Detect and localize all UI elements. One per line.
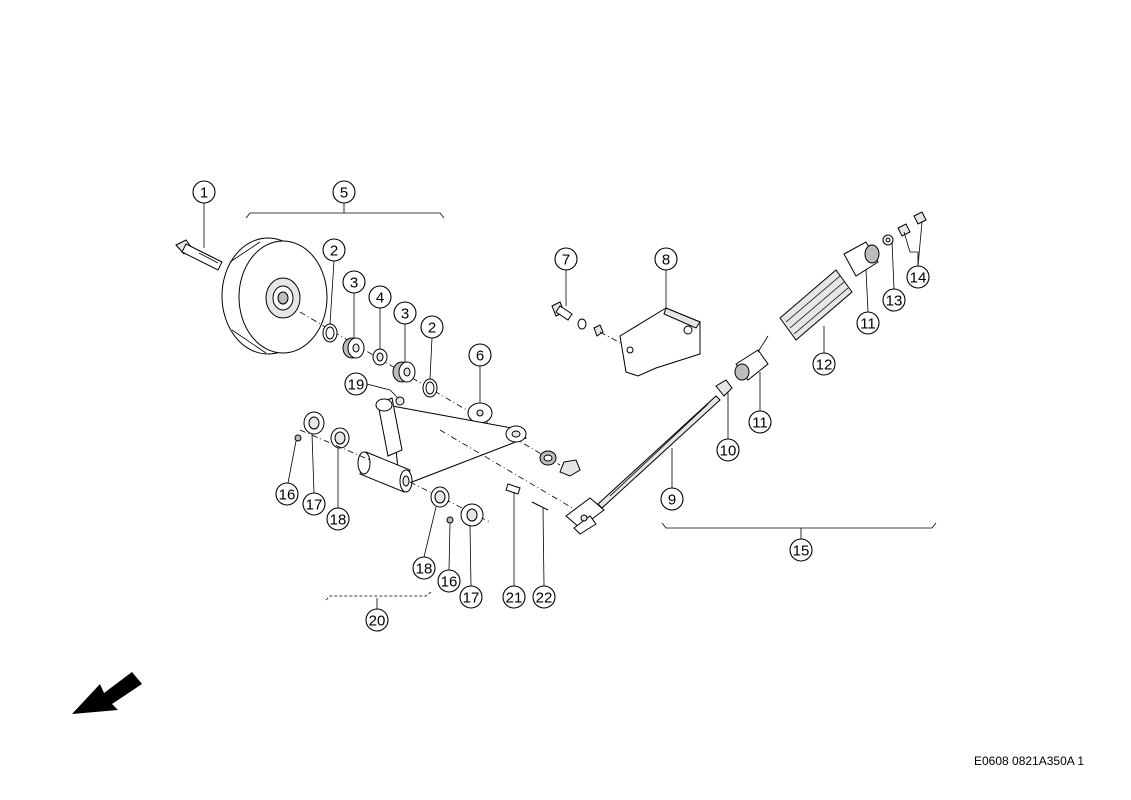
svg-text:14: 14	[910, 270, 927, 287]
callout-17-right: 17	[459, 585, 483, 609]
part-bracket-bolt	[551, 270, 627, 347]
svg-text:16: 16	[441, 574, 458, 591]
svg-text:5: 5	[340, 185, 348, 202]
callout-5: 5	[332, 180, 356, 204]
svg-text:3: 3	[401, 306, 409, 323]
part-mounting-bracket	[619, 270, 701, 377]
svg-text:1: 1	[200, 185, 208, 202]
part-circlip-right	[422, 337, 438, 398]
part-washer	[467, 366, 493, 424]
callout-3-second: 3	[393, 301, 417, 325]
part-spring-seat-upper	[843, 241, 880, 313]
callout-2-second: 2	[420, 315, 444, 339]
svg-text:17: 17	[306, 497, 323, 514]
callout-18-left: 18	[326, 507, 350, 531]
part-nut	[715, 379, 733, 439]
svg-text:11: 11	[752, 415, 768, 432]
part-washer-small	[882, 234, 895, 290]
callout-16-left: 16	[275, 482, 299, 506]
part-spacer	[372, 308, 388, 366]
svg-text:12: 12	[816, 357, 833, 374]
callout-10: 10	[716, 438, 740, 462]
part-bushing-set-left	[287, 411, 371, 508]
callout-15: 15	[789, 538, 813, 562]
callout-11-upper: 11	[856, 311, 880, 335]
part-spring-seat-lower	[734, 335, 769, 411]
callout-9: 9	[660, 487, 684, 511]
front-direction-arrow-icon	[72, 672, 142, 714]
svg-text:17: 17	[463, 590, 480, 607]
callout-19: 19	[344, 372, 368, 396]
callout-13: 13	[882, 288, 906, 312]
part-clevis-pin	[505, 483, 521, 586]
part-bearing-right	[392, 324, 416, 383]
svg-text:20: 20	[369, 613, 386, 630]
callout-20: 20	[365, 608, 389, 632]
callout-14: 14	[906, 265, 930, 289]
svg-text:8: 8	[662, 252, 670, 269]
part-bolt	[175, 203, 223, 271]
callout-8: 8	[654, 247, 678, 271]
part-bearing-left	[342, 293, 365, 359]
callout-6: 6	[468, 343, 492, 367]
svg-text:4: 4	[376, 290, 384, 307]
svg-text:2: 2	[330, 243, 338, 260]
part-pulley	[221, 237, 328, 355]
part-grease-nipple	[366, 383, 405, 406]
svg-text:3: 3	[350, 275, 358, 292]
part-threaded-rod	[565, 395, 721, 535]
svg-text:18: 18	[330, 512, 347, 529]
svg-text:11: 11	[860, 316, 876, 333]
part-spring	[779, 269, 853, 353]
svg-text:10: 10	[720, 443, 737, 460]
callout-3: 3	[342, 270, 366, 294]
svg-text:6: 6	[476, 348, 484, 365]
svg-text:9: 9	[668, 492, 676, 509]
callout-1: 1	[192, 180, 216, 204]
callout-21: 21	[502, 585, 526, 609]
callout-12: 12	[812, 352, 836, 376]
callout-17-left: 17	[302, 492, 326, 516]
svg-text:16: 16	[279, 487, 296, 504]
part-circlip-left	[322, 260, 338, 343]
svg-text:21: 21	[506, 590, 523, 607]
bracket-5	[245, 212, 445, 219]
svg-text:19: 19	[348, 377, 365, 394]
svg-text:18: 18	[416, 561, 433, 578]
callout-7: 7	[554, 247, 578, 271]
svg-text:15: 15	[793, 543, 810, 560]
svg-text:22: 22	[536, 590, 553, 607]
part-lock-nuts	[897, 211, 927, 267]
bracket-20	[325, 591, 432, 601]
callout-2: 2	[322, 238, 346, 262]
bracket-15	[661, 522, 937, 529]
svg-text:7: 7	[562, 252, 570, 269]
drawing-code: E0608 0821A350A 1	[974, 754, 1085, 768]
part-tension-arm	[357, 397, 581, 493]
part-bushing-set-right	[409, 481, 491, 587]
callout-11-lower: 11	[748, 410, 772, 434]
callout-16-right: 16	[437, 569, 461, 593]
svg-text:13: 13	[886, 293, 903, 310]
callout-4: 4	[368, 285, 392, 309]
svg-text:2: 2	[428, 320, 436, 337]
callout-22: 22	[532, 585, 556, 609]
part-split-pin	[531, 501, 549, 587]
callout-18-right: 18	[412, 556, 436, 580]
